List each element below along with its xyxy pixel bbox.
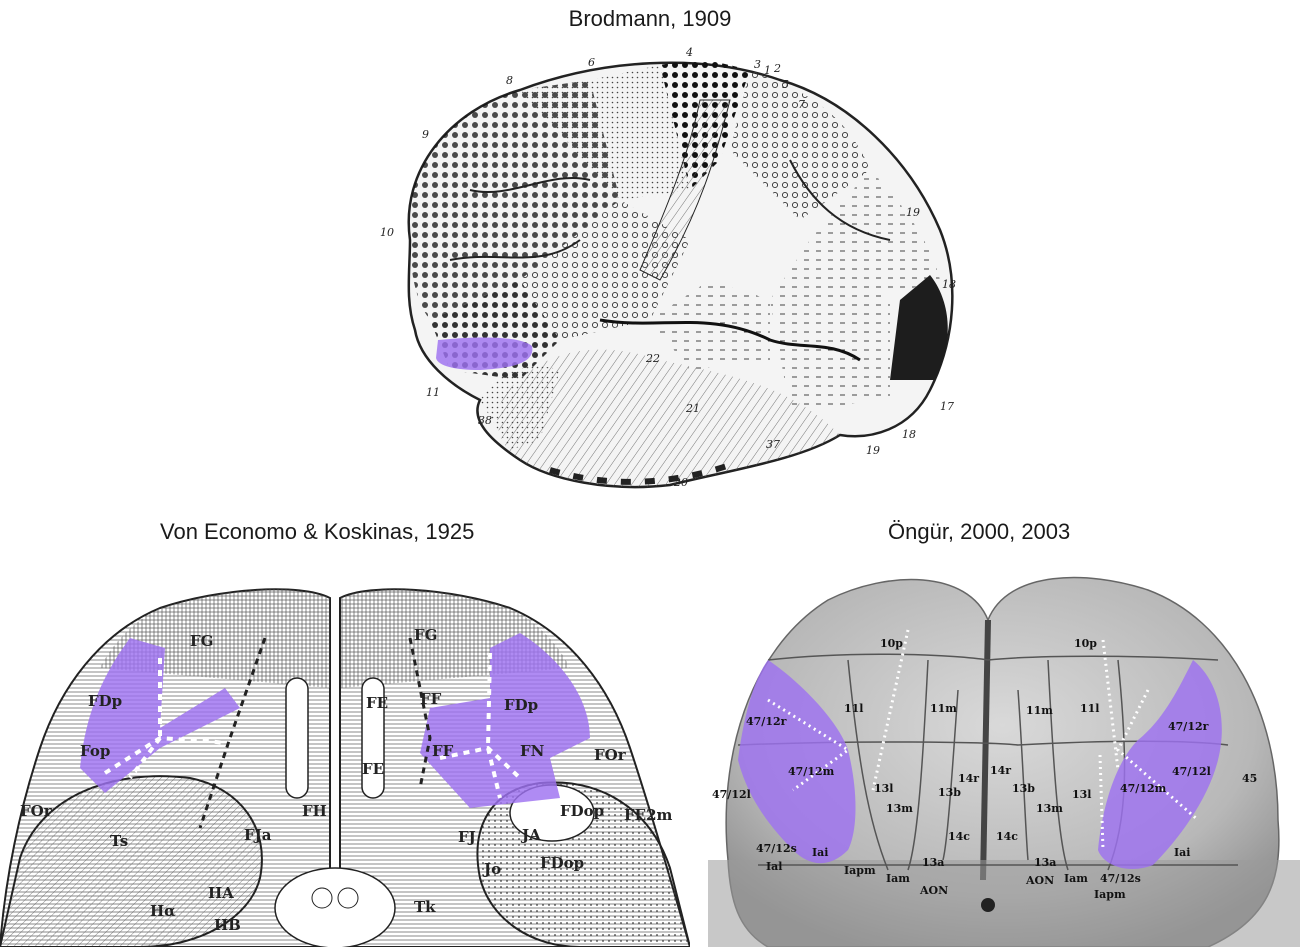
economo-label: JA xyxy=(520,826,541,844)
ongur-label: 13m xyxy=(886,802,913,815)
ongur-label: Iapm xyxy=(844,864,876,877)
brodmann-label: 4 xyxy=(685,46,693,59)
economo-label: Jo xyxy=(482,860,501,878)
brodmann-label: 18 xyxy=(902,428,916,441)
economo-label: FDop xyxy=(560,802,604,820)
brodmann-label: 20 xyxy=(673,476,688,489)
brodmann-label: 7 xyxy=(798,98,805,111)
economo-label: FOr xyxy=(594,746,627,764)
economo-label: FJ xyxy=(458,828,476,846)
brodmann-label: 11 xyxy=(426,386,440,399)
economo-label: FDop xyxy=(540,854,584,872)
economo-label: FH xyxy=(302,802,327,820)
brodmann-label: 37 xyxy=(766,438,780,451)
brodmann-label: 18 xyxy=(942,278,956,291)
ongur-label: Iam xyxy=(886,872,910,885)
ongur-label: 14r xyxy=(990,764,1011,777)
economo-label: FOr xyxy=(20,802,53,820)
ongur-label: 45 xyxy=(1242,772,1257,785)
economo-label: FG xyxy=(414,626,437,644)
brodmann-label: 5 xyxy=(782,78,789,91)
ongur-label: 14r xyxy=(958,772,979,785)
caption-ongur: Öngür, 2000, 2003 xyxy=(888,519,1071,544)
economo-label: FF xyxy=(420,690,442,708)
ongur-label: Iam xyxy=(1064,872,1088,885)
brodmann-label: 10 xyxy=(380,226,394,239)
economo-label: FJa xyxy=(244,826,272,844)
economo-label: FDp xyxy=(88,692,122,710)
economo-label: FG xyxy=(190,632,213,650)
economo-label: HB xyxy=(214,916,241,934)
ongur-label: 47/12m xyxy=(1120,782,1167,795)
ongur-label: 13b xyxy=(1012,782,1035,795)
brodmann-label: 19 xyxy=(866,444,880,457)
economo-label: Fop xyxy=(80,742,110,760)
ongur-label: 14c xyxy=(996,830,1018,843)
caption-brodmann: Brodmann, 1909 xyxy=(568,6,732,31)
ongur-label: Iapm xyxy=(1094,888,1126,901)
economo-label: FE xyxy=(362,760,384,778)
economo-label: FDp xyxy=(504,696,538,714)
economo-label: HA xyxy=(208,884,234,902)
ongur-label: 11l xyxy=(844,702,864,715)
brodmann-brain-diagram: 4 6 3 1 2 5 7 8 9 10 19 18 17 18 11 38 2… xyxy=(370,40,970,495)
ongur-label: 13a xyxy=(922,856,944,869)
ongur-label: 11m xyxy=(930,702,957,715)
brodmann-label: 22 xyxy=(645,352,660,365)
brodmann-label: 1 xyxy=(764,64,771,77)
ongur-label: AON xyxy=(919,884,948,897)
ongur-label: Iai xyxy=(1174,846,1190,859)
brodmann-label: 6 xyxy=(588,56,595,69)
economo-label: FE2m xyxy=(624,806,673,824)
ongur-label: Iai xyxy=(812,846,828,859)
ongur-label: 13l xyxy=(1072,788,1092,801)
brodmann-label: 8 xyxy=(506,74,513,87)
brodmann-label: 9 xyxy=(422,128,429,141)
ongur-label: 13l xyxy=(874,782,894,795)
ongur-label: 47/12s xyxy=(1100,872,1141,885)
brodmann-label: 38 xyxy=(478,414,492,427)
ongur-label: Ial xyxy=(766,860,782,873)
ongur-label: 13m xyxy=(1036,802,1063,815)
ongur-label: 47/12s xyxy=(756,842,797,855)
brodmann-label: 21 xyxy=(685,402,700,415)
caption-economo: Von Economo & Koskinas, 1925 xyxy=(160,519,475,544)
brodmann-label: 2 xyxy=(773,62,781,75)
economo-label: FF xyxy=(432,742,454,760)
ongur-label: 47/12r xyxy=(746,715,787,728)
economo-brain-diagram: FG FG FDp FDp FF FE FF FN Fop FOr FOr Ts… xyxy=(0,578,692,949)
ongur-label: 10p xyxy=(880,637,903,650)
economo-label: Hα xyxy=(150,902,176,920)
economo-label: FE xyxy=(366,694,388,712)
ongur-label: 10p xyxy=(1074,637,1097,650)
ongur-label: 47/12r xyxy=(1168,720,1209,733)
brodmann-label: 3 xyxy=(754,58,761,71)
economo-label: FN xyxy=(520,742,545,760)
ongur-brain-diagram: 10p 10p 11l 11m 11m 11l 47/12r 47/12r 47… xyxy=(708,560,1300,948)
ongur-label: 47/12l xyxy=(712,788,751,801)
ongur-label: AON xyxy=(1025,874,1054,887)
ongur-label: 47/12m xyxy=(788,765,835,778)
ongur-label: 11m xyxy=(1026,704,1053,717)
ongur-label: 13a xyxy=(1034,856,1056,869)
economo-label: Tk xyxy=(414,898,436,916)
ongur-label: 14c xyxy=(948,830,970,843)
brodmann-label: 17 xyxy=(940,400,954,413)
ongur-label: 13b xyxy=(938,786,961,799)
ongur-label: 47/12l xyxy=(1172,765,1211,778)
brodmann-label: 19 xyxy=(906,206,920,219)
economo-label: Ts xyxy=(110,832,128,850)
ongur-label: 11l xyxy=(1080,702,1100,715)
